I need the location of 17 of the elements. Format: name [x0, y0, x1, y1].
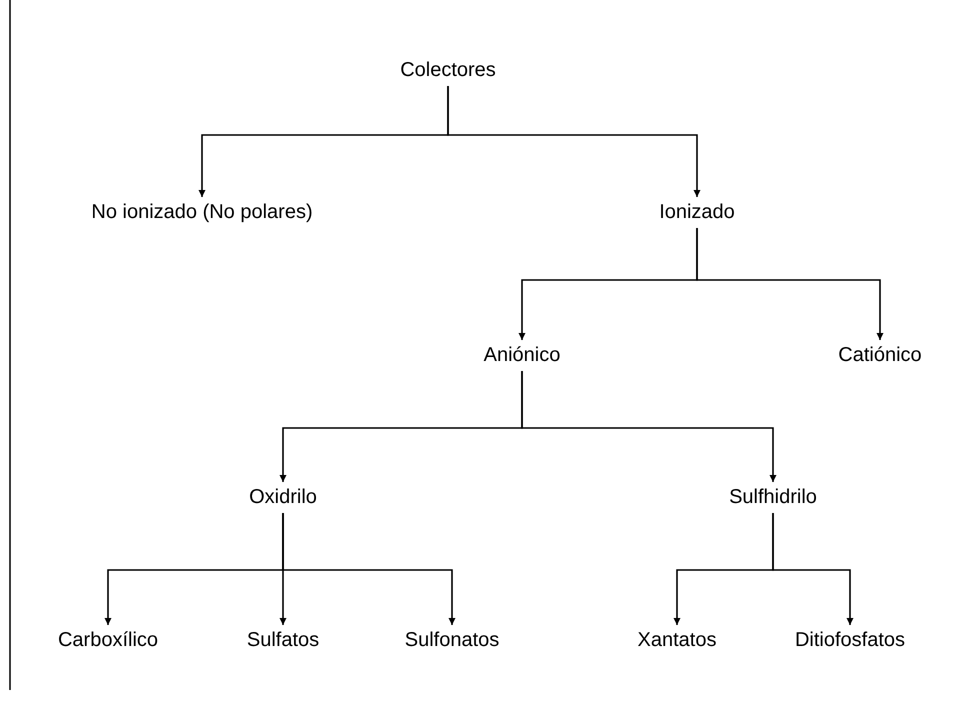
node-label: Aniónico	[482, 343, 562, 367]
node-label: Sulfonatos	[402, 628, 502, 652]
node-label: Carboxílico	[56, 628, 160, 652]
node-label: No ionizado (No polares)	[89, 200, 315, 224]
node-label: Xantatos	[636, 628, 718, 652]
arrow	[772, 513, 854, 625]
node-label: Sulfhidrilo	[727, 485, 819, 509]
arrow	[696, 228, 884, 340]
arrow	[282, 513, 456, 625]
node-label: Oxidrilo	[247, 485, 319, 509]
node-label: Colectores	[398, 58, 498, 82]
node-label: Ditiofosfatos	[792, 628, 908, 652]
arrow	[447, 86, 700, 197]
arrow	[521, 371, 776, 482]
node-label: Sulfatos	[244, 628, 322, 652]
node-label: Ionizado	[657, 200, 737, 224]
node-label: Catiónico	[836, 343, 924, 367]
